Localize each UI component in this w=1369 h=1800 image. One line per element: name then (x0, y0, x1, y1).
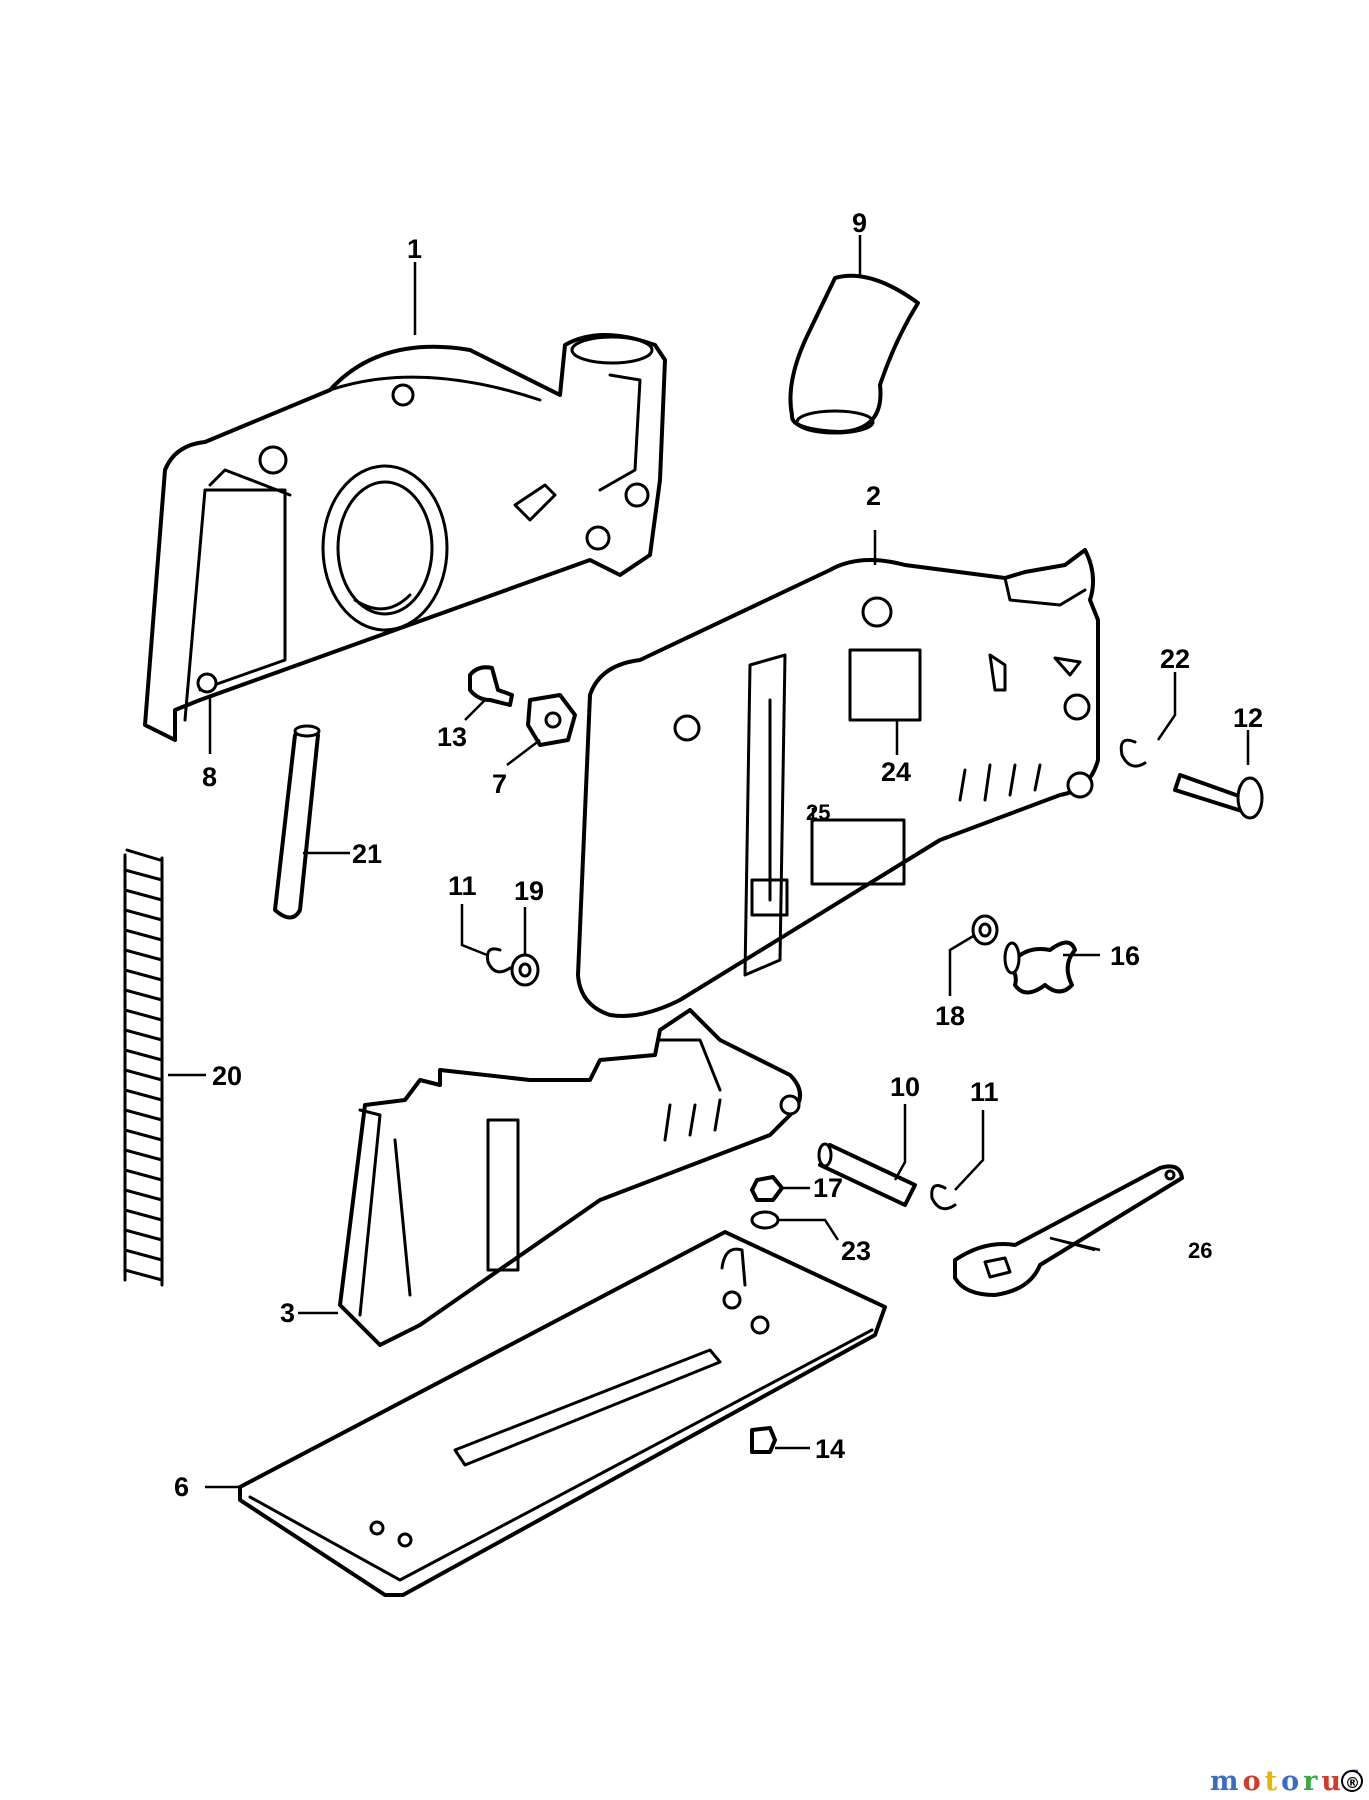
logo-letter-4: o (1281, 1766, 1299, 1797)
callout-1: 1 (407, 234, 422, 264)
callout-18: 18 (935, 1001, 965, 1031)
logo-letter-1: m (1210, 1766, 1239, 1797)
callout-6: 6 (174, 1472, 189, 1502)
clamp-knob (1003, 940, 1077, 995)
callout-11-lower: 11 (970, 1077, 999, 1107)
callout-numbers: 1 9 2 22 12 8 13 7 24 21 25 11 19 16 18 … (174, 208, 1263, 1502)
callout-10: 10 (890, 1072, 920, 1102)
guard-half-rear (143, 333, 667, 742)
callout-12: 12 (1233, 703, 1263, 733)
callout-19: 19 (514, 876, 544, 906)
callout-24: 24 (881, 757, 911, 787)
logo-badge-icon (1341, 1770, 1363, 1792)
logo-letter-6: u (1321, 1766, 1341, 1797)
lower-guard (338, 1008, 802, 1347)
logo-letter-5: r (1303, 1766, 1318, 1797)
callout-22: 22 (1160, 644, 1190, 674)
callout-16: 16 (1110, 941, 1140, 971)
callout-14: 14 (815, 1434, 845, 1464)
logo-letter-3: t (1265, 1766, 1278, 1797)
callout-8: 8 (202, 762, 217, 792)
callout-23: 23 (841, 1236, 871, 1266)
callout-7: 7 (492, 769, 507, 799)
watermark-text: m o t o r u f (1210, 1766, 1359, 1797)
base-plate (238, 1230, 887, 1597)
leader-lines (168, 235, 1250, 1489)
callout-3: 3 (280, 1298, 295, 1328)
guard-half-front (576, 548, 1100, 1018)
callout-25: 25 (806, 800, 830, 825)
callout-20: 20 (212, 1061, 242, 1091)
callout-2: 2 (866, 481, 881, 511)
spanner-wrench (953, 1164, 1184, 1297)
callout-26: 26 (1188, 1238, 1212, 1263)
callout-9: 9 (852, 208, 867, 238)
watermark-logo: m o t o r u f ® (1210, 1766, 1363, 1797)
logo-letter-2: o (1243, 1766, 1261, 1797)
callout-11-upper: 11 (448, 871, 477, 901)
logo-badge: ® (1345, 1774, 1360, 1792)
callout-21: 21 (352, 839, 382, 869)
callout-13: 13 (437, 722, 467, 752)
callout-17: 17 (813, 1173, 843, 1203)
spring (123, 848, 164, 1287)
pin (817, 1142, 917, 1207)
dust-spout (788, 273, 920, 435)
hardware (468, 665, 1264, 1454)
pin-rod (273, 724, 321, 920)
